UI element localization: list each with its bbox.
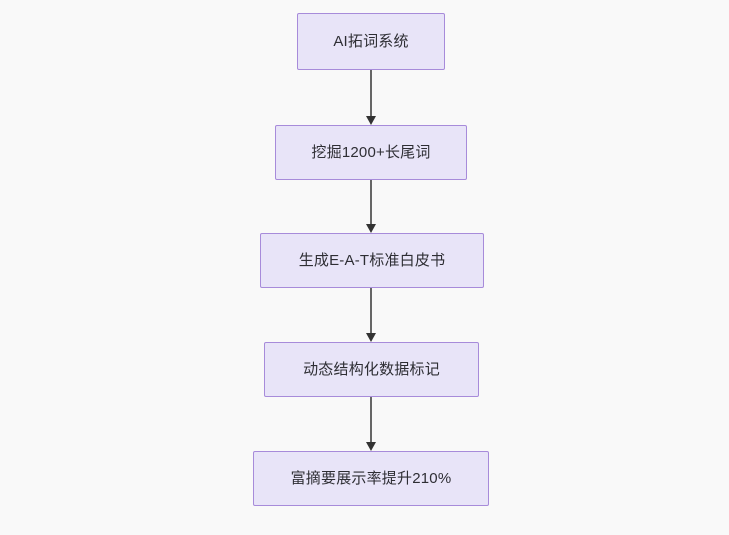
flow-node-1-label: AI拓词系统 — [333, 32, 409, 50]
flow-node-3-label: 生成E-A-T标准白皮书 — [298, 251, 446, 269]
flow-edge-arrowhead-icon — [366, 116, 376, 125]
flow-edge — [366, 397, 376, 451]
flow-node-5[interactable]: 富摘要展示率提升210% — [253, 451, 489, 506]
flow-node-4-label: 动态结构化数据标记 — [303, 360, 440, 378]
flow-node-5-label: 富摘要展示率提升210% — [290, 469, 452, 487]
flow-node-1[interactable]: AI拓词系统 — [297, 13, 445, 70]
flow-node-2[interactable]: 挖掘1200+长尾词 — [275, 125, 467, 180]
flow-edge-arrowhead-icon — [366, 333, 376, 342]
flow-node-4[interactable]: 动态结构化数据标记 — [264, 342, 479, 397]
flow-node-3[interactable]: 生成E-A-T标准白皮书 — [260, 233, 484, 288]
flow-node-2-label: 挖掘1200+长尾词 — [311, 143, 431, 161]
flow-edge — [366, 288, 376, 342]
flow-edge — [366, 70, 376, 125]
flow-edge — [366, 180, 376, 233]
flow-edge-arrowhead-icon — [366, 224, 376, 233]
flow-edge-arrowhead-icon — [366, 442, 376, 451]
